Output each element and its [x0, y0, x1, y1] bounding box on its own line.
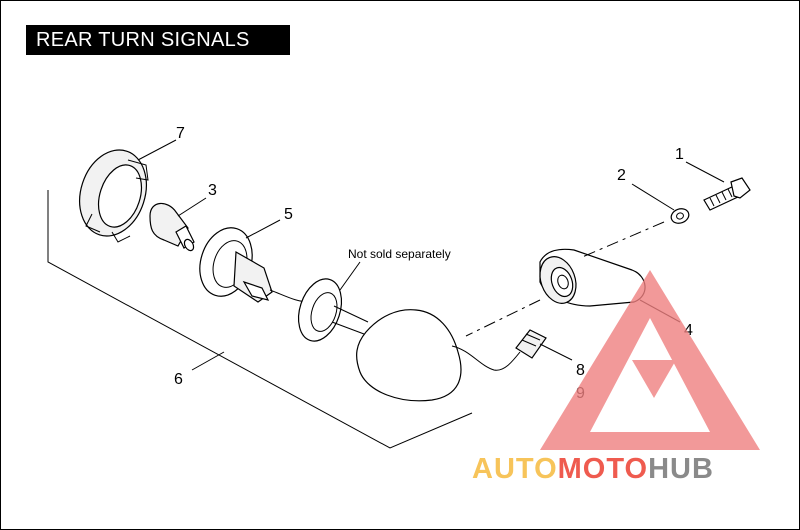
- bulb: [149, 202, 195, 252]
- callout-3: 3: [208, 182, 217, 199]
- turn-signal-body: [539, 248, 646, 307]
- watermark-hub: HUB: [648, 453, 714, 485]
- leader-1: [685, 161, 725, 183]
- leader-note: [339, 261, 361, 291]
- callout-5: 5: [284, 206, 293, 223]
- not-sold-separately-label: Not sold separately: [348, 247, 451, 261]
- wire-connector: [515, 329, 547, 359]
- watermark-text: AUTOMOTOHUB: [472, 453, 714, 485]
- grommet: [297, 278, 369, 342]
- callout-1: 1: [675, 146, 684, 163]
- diagram-title: REAR TURN SIGNALS: [26, 25, 290, 55]
- leader-2: [631, 183, 675, 211]
- leader-6: [191, 351, 225, 371]
- watermark-auto: AUTO: [472, 453, 558, 485]
- watermark-moto: MOTO: [558, 453, 648, 485]
- retainer-ring: [79, 149, 149, 243]
- washer: [670, 208, 690, 224]
- callout-6: 6: [174, 371, 183, 388]
- leader-3: [177, 197, 207, 217]
- axis-line-upper: [579, 221, 665, 259]
- signal-wire: [451, 345, 521, 371]
- leader-8-9: [539, 343, 573, 361]
- signal-housing: [356, 309, 462, 402]
- watermark-logo: [540, 270, 760, 450]
- leader-7: [137, 139, 177, 161]
- watermark-inner-icon: [632, 360, 676, 398]
- leader-5: [245, 219, 281, 239]
- bulb-socket: [199, 227, 311, 303]
- watermark-triangle-icon: [540, 270, 760, 450]
- callout-7: 7: [176, 125, 185, 142]
- screw: [703, 177, 751, 211]
- callout-4: 4: [684, 322, 693, 339]
- callout-8: 8: [576, 362, 585, 379]
- axis-line-lower: [465, 299, 541, 337]
- callout-2: 2: [617, 167, 626, 184]
